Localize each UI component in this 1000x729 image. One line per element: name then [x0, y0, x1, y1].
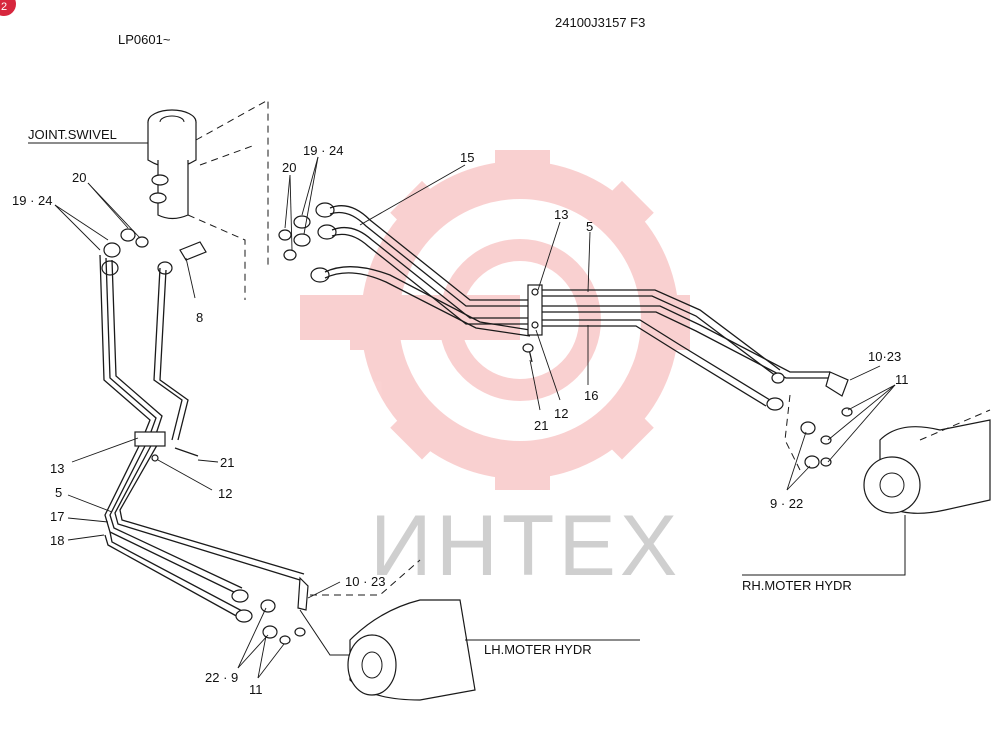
- rh-motor-drawing: [742, 409, 991, 576]
- top-fittings: [278, 202, 337, 283]
- callout-20-left: 20: [72, 170, 86, 185]
- rh-fittings: [766, 371, 853, 471]
- left-lower-pipes: [104, 439, 305, 619]
- lh-fittings: [231, 559, 421, 656]
- callout-labels: 19 · 24 20 8 20 19 · 24 15 13 5 16 12 21…: [12, 143, 909, 697]
- callout-22-9: 22 · 9: [205, 670, 238, 685]
- callout-21-top: 21: [534, 418, 548, 433]
- callout-8: 8: [196, 310, 203, 325]
- callout-18: 18: [50, 533, 64, 548]
- callout-16: 16: [584, 388, 598, 403]
- callout-20-top: 20: [282, 160, 296, 175]
- callout-13-left: 13: [50, 461, 64, 476]
- callout-10-23-bottom: 10 · 23: [345, 574, 385, 589]
- callout-15: 15: [460, 150, 474, 165]
- main-top-pipes: [324, 205, 531, 337]
- joint-swivel-drawing: [147, 99, 269, 300]
- callout-5-top: 5: [586, 219, 593, 234]
- left-bolt-21: [174, 447, 199, 457]
- callout-12-left: 12: [218, 486, 232, 501]
- callout-9-22: 9 · 22: [770, 496, 803, 511]
- watermark-text: ИНТЕХ: [370, 498, 681, 594]
- right-clamp: [527, 284, 543, 336]
- callout-19-24-top: 19 · 24: [303, 143, 343, 158]
- lh-motor-drawing: [347, 599, 640, 701]
- serial-range: LP0601~: [118, 32, 171, 47]
- callout-13-top: 13: [554, 207, 568, 222]
- watermark-gear-logo: [300, 150, 690, 490]
- label-joint-swivel: JOINT.SWIVEL: [28, 127, 117, 142]
- callout-5-left: 5: [55, 485, 62, 500]
- callout-11-bottom: 11: [249, 682, 263, 697]
- callout-21-left: 21: [220, 455, 234, 470]
- callout-17: 17: [50, 509, 64, 524]
- corner-badge: 2: [0, 0, 16, 16]
- callout-10-23-right: 10·23: [868, 349, 901, 364]
- left-vertical-pipes: [99, 254, 189, 441]
- part-number: 24100J3157 F3: [555, 15, 645, 30]
- left-clamp: [134, 431, 166, 447]
- label-lh-motor: LH.MOTER HYDR: [484, 642, 592, 657]
- swivel-fittings: [101, 228, 207, 276]
- label-rh-motor: RH.MOTER HYDR: [742, 578, 852, 593]
- callout-12-top: 12: [554, 406, 568, 421]
- callout-leaders: [54, 156, 896, 679]
- corner-badge-text: 2: [1, 1, 7, 13]
- callout-11-right: 11: [895, 372, 909, 387]
- callout-19-24-left: 19 · 24: [12, 193, 52, 208]
